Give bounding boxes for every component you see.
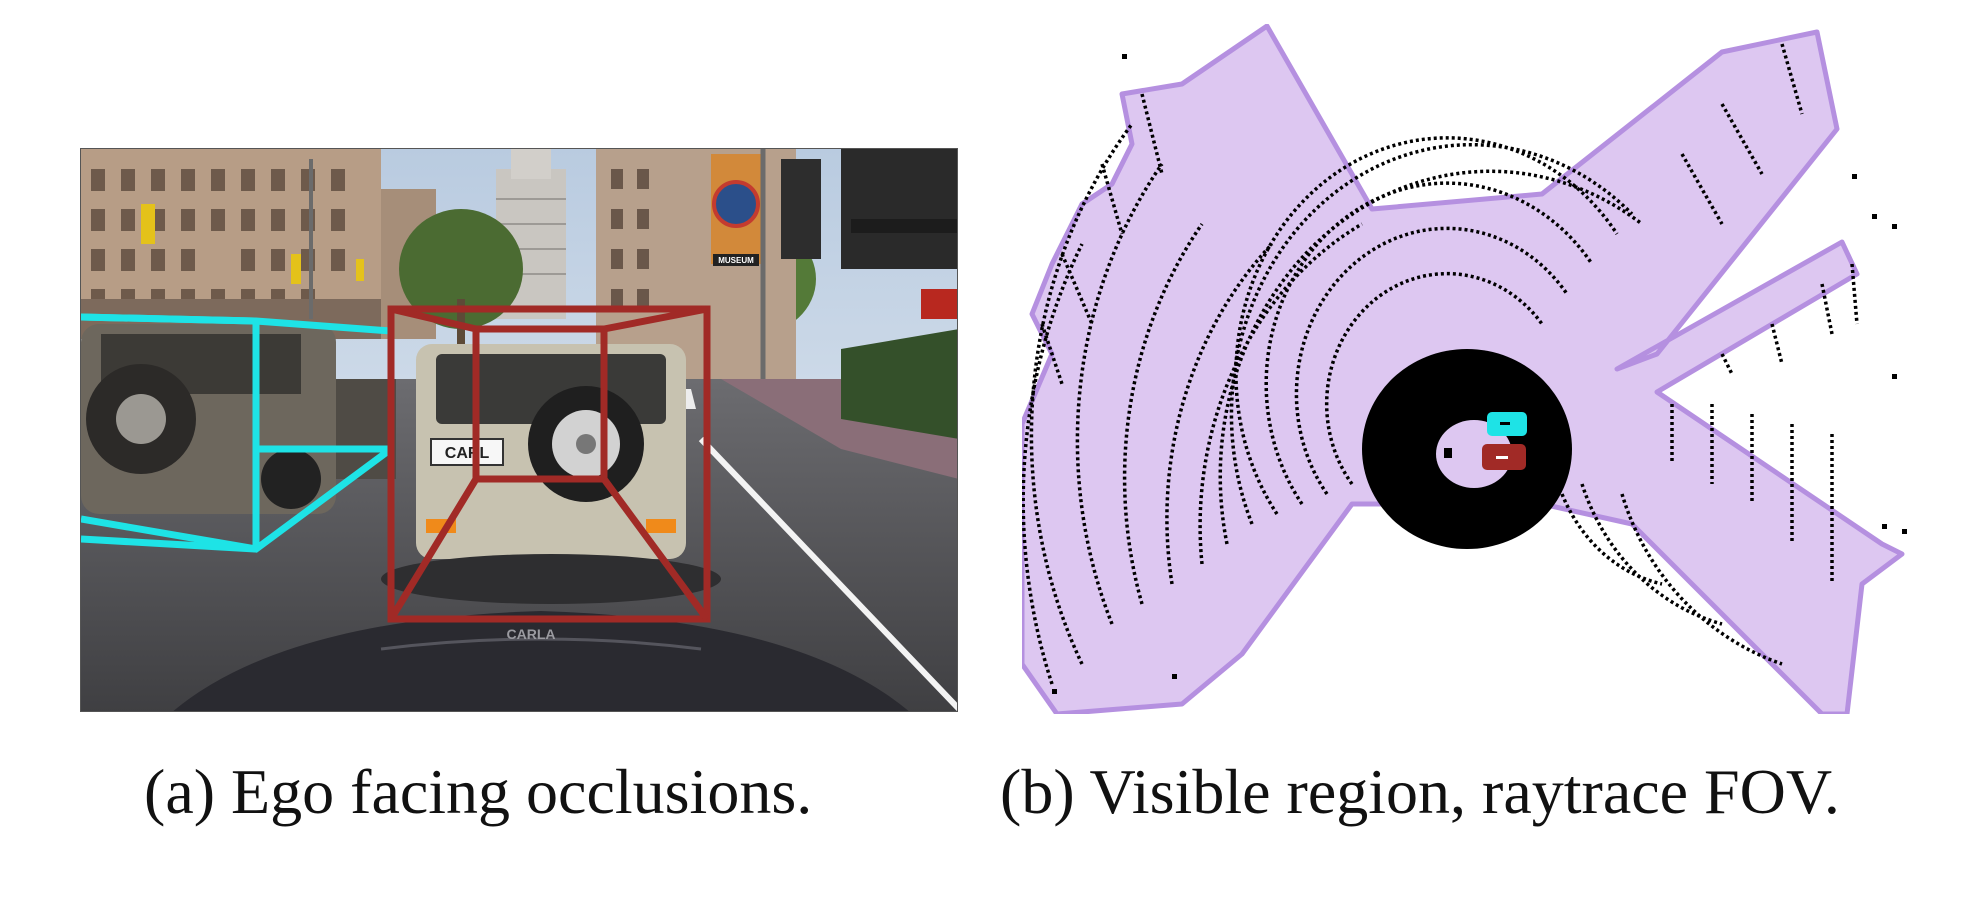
target-suv: CARL	[381, 344, 721, 604]
ego-marker	[1444, 448, 1452, 458]
raytrace-fov-panel	[1022, 24, 1912, 714]
museum-sign: MUSEUM	[718, 256, 754, 265]
camera-view-panel: MUSEUM CARL	[80, 148, 958, 712]
traffic-lights	[141, 159, 364, 319]
left-suv	[81, 324, 396, 514]
raytrace-plot	[1022, 24, 1907, 714]
hood-reflection-text: CARLA	[507, 626, 556, 642]
hedge	[841, 329, 957, 439]
caption-b: (b) Visible region, raytrace FOV.	[1000, 756, 1840, 827]
ego-clearance	[1436, 420, 1512, 488]
lidar-arcs	[1022, 43, 1859, 685]
camera-scene: MUSEUM CARL	[81, 149, 957, 711]
target-bounding-box	[387, 305, 711, 623]
lane-marking	[698, 436, 957, 711]
license-plate: CARL	[445, 445, 490, 462]
ego-hood: CARLA	[173, 611, 909, 711]
lidar-outliers	[1052, 54, 1907, 694]
caption-a: (a) Ego facing occlusions.	[144, 756, 813, 827]
